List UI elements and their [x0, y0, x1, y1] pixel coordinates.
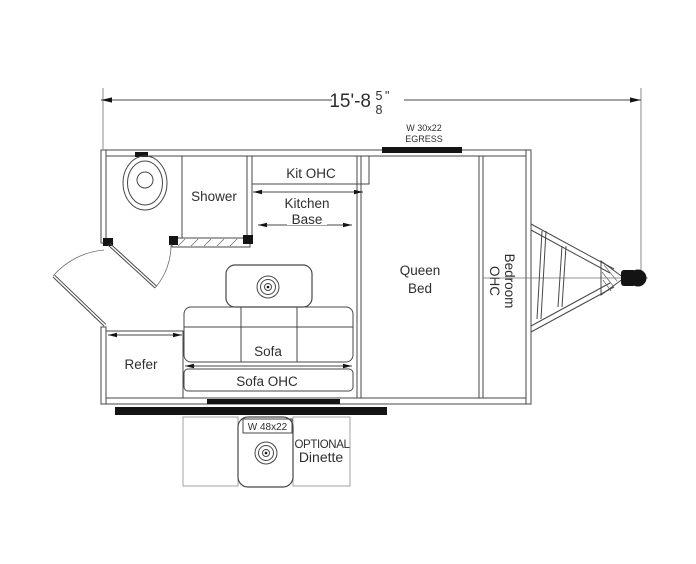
- sofa-ohc-label: Sofa OHC: [236, 374, 298, 389]
- rear-window-bar: [207, 399, 340, 404]
- hitch-cross-braces: [536, 230, 567, 320]
- rear-window-label: W 48x22: [248, 422, 288, 433]
- egress-window-label: EGRESS: [405, 134, 443, 144]
- kitchen-base-label-2: Base: [292, 212, 323, 227]
- entry-door: [52, 249, 107, 327]
- kitchen-ohc-label: Kit OHC: [286, 166, 336, 181]
- trailer-hitch: [483, 223, 648, 333]
- cup-holder: [256, 275, 280, 299]
- sofa-overhead-cabinet: Sofa OHC: [183, 368, 354, 392]
- queen-bed-label-1: Queen: [400, 263, 441, 278]
- rear-window-callout: W 48x22: [242, 418, 293, 434]
- shower-room: Shower: [169, 189, 253, 248]
- dinette-bench-left: [182, 416, 239, 487]
- interior-walls: [181, 155, 484, 399]
- optional-dinette: W 48x22 OPTIONAL Dinette: [182, 416, 351, 488]
- bedroom-ohc-label-1: Bedroom: [502, 254, 517, 309]
- toilet: [122, 152, 168, 211]
- queen-bed-label-2: Bed: [408, 281, 432, 296]
- kitchen: Kit OHC Kitchen Base: [251, 156, 370, 228]
- overall-length-dimension: 15'-8 5 8 ": [101, 88, 642, 276]
- dinette-table: [237, 416, 294, 488]
- kitchen-base: Kitchen Base: [253, 189, 363, 228]
- dinette-optional-label: OPTIONAL: [295, 439, 351, 451]
- egress-window-bar: [382, 147, 462, 153]
- refrigerator-label: Refer: [124, 357, 158, 372]
- bathroom-door: [103, 238, 172, 289]
- refrigerator: Refer: [105, 330, 184, 399]
- sofa-label: Sofa: [254, 344, 282, 359]
- bedroom-ohc-label-2: OHC: [487, 266, 502, 296]
- dimension-feet-inches: 15'-8: [329, 91, 371, 112]
- sofa: Sofa: [183, 306, 354, 369]
- hitch-coupler: [600, 260, 647, 296]
- shower-label: Shower: [191, 189, 237, 204]
- dimension-numerator: 5: [376, 89, 383, 103]
- kitchen-overhead-cabinet: [251, 156, 370, 185]
- shower-door-track: [169, 235, 253, 248]
- dinette-label: Dinette: [299, 449, 344, 465]
- dimension-inches-mark: ": [385, 89, 389, 103]
- kitchen-base-label-1: Kitchen: [284, 196, 329, 211]
- egress-window-size-label: W 30x22: [406, 123, 442, 133]
- dinette-cup-holder: [254, 441, 278, 465]
- queen-bed: Queen Bed: [400, 263, 441, 296]
- dimension-denominator: 8: [376, 103, 383, 117]
- awning-bar: [115, 407, 387, 415]
- sofa-table: [225, 264, 313, 308]
- bedroom-overhead-cabinet: Bedroom OHC: [487, 254, 517, 309]
- egress-window: W 30x22 EGRESS: [382, 123, 462, 153]
